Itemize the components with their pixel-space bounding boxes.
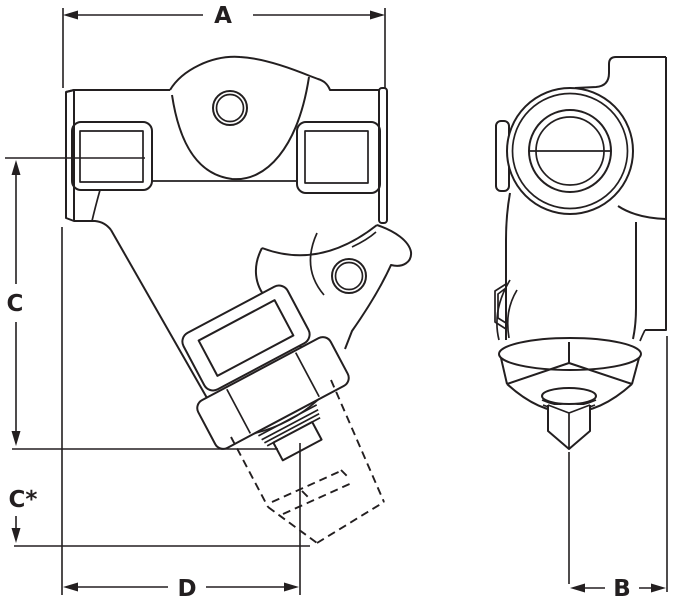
right-port-flange <box>296 121 381 194</box>
side-cap-facets <box>500 342 640 385</box>
side-left-pad <box>494 283 507 330</box>
envelope-right-edge <box>330 379 385 503</box>
side-bowl-curves <box>496 279 518 341</box>
nameplate-window <box>197 299 295 377</box>
side-port-circle-rim <box>511 92 629 210</box>
branch-boss-mound <box>309 232 325 296</box>
dim-d-arrow-left <box>63 582 78 592</box>
envelope-end-right <box>316 501 385 544</box>
front-view <box>65 55 413 544</box>
screen-outline-b <box>282 481 355 515</box>
dimension-c: C <box>5 157 278 450</box>
side-plug-collar <box>541 387 597 405</box>
dim-a-arrow-right <box>370 10 385 20</box>
center-boss-mound <box>171 76 310 181</box>
left-port-opening <box>79 130 144 183</box>
dimension-b: B <box>570 336 668 597</box>
center-boss-hole-inner <box>215 93 245 123</box>
side-view <box>494 56 667 584</box>
left-port-flange <box>71 121 153 191</box>
dim-c-arrow-down <box>11 431 21 446</box>
side-right-flange-edge <box>645 57 667 331</box>
side-body-left-wall <box>505 192 511 340</box>
nameplate-group <box>181 284 311 392</box>
side-drain-plug-edges <box>547 404 591 449</box>
dimension-label-b: B <box>613 576 631 597</box>
branch-boss-hole-inner <box>334 261 364 291</box>
dimension-label-d: D <box>177 576 196 597</box>
dim-a-extension-lines <box>62 8 386 88</box>
dim-c-arrow-up <box>11 160 21 175</box>
dim-d-extension-lines <box>61 227 301 595</box>
dim-c-star-arrow-down <box>11 528 21 543</box>
right-port-opening <box>304 130 369 184</box>
hex-cap <box>196 336 350 450</box>
dimension-label-a: A <box>214 3 232 29</box>
side-body-right-wall <box>632 222 637 340</box>
body-bottom-edge <box>74 220 112 231</box>
bonnet-hook-outline <box>344 224 413 350</box>
dimension-label-c: C <box>7 291 24 317</box>
body-top-edge <box>65 89 170 93</box>
dim-a-arrow-left <box>63 10 78 20</box>
side-shoulder-line <box>617 205 667 220</box>
dimension-d: D <box>61 227 301 597</box>
dimension-label-c-star: C* <box>9 487 38 513</box>
dimension-a: A <box>62 3 386 88</box>
dimension-c-star: C* <box>9 487 310 547</box>
screen-outline-a <box>271 469 344 503</box>
screen-end-ticks <box>301 469 349 499</box>
branch-fillet-small <box>351 231 377 248</box>
drain-plug <box>272 420 323 462</box>
dim-b-arrow-right <box>651 583 666 593</box>
side-top-flange-block <box>574 56 666 89</box>
body-top-hump <box>169 55 379 91</box>
branch-body-fillet <box>261 224 378 257</box>
branch-left-edge <box>110 229 208 399</box>
dim-d-arrow-right <box>284 582 299 592</box>
dim-b-arrow-left <box>570 583 585 593</box>
center-boss-hole-outer <box>212 90 248 126</box>
thread-lines <box>258 404 321 447</box>
envelope-left-edge <box>230 436 269 508</box>
left-port-lower-curve <box>91 189 101 222</box>
side-flange-step <box>639 329 646 342</box>
nameplate-outer <box>181 284 311 392</box>
hex-cap-facet-left <box>226 388 252 434</box>
branch-boss-hole-outer <box>331 258 367 294</box>
hex-cap-facet-right <box>294 352 320 398</box>
strainer-cap-assembly <box>196 336 350 462</box>
envelope-end-left <box>267 506 318 544</box>
